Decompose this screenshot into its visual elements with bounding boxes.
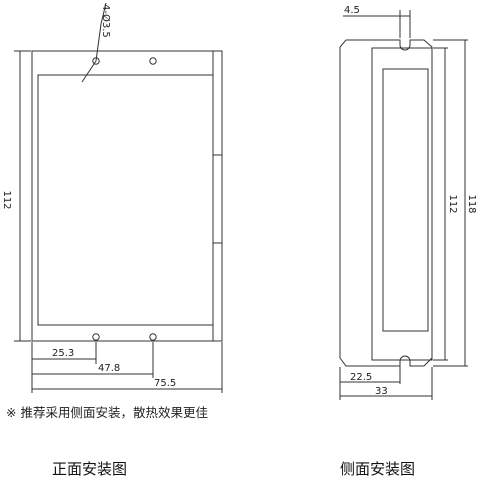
front-hole-callout: 4-Ø3.5 xyxy=(100,4,112,38)
front-inner-face xyxy=(37,74,214,326)
side-outer-body xyxy=(339,39,433,367)
side-window xyxy=(382,68,429,332)
front-width-label: 75.5 xyxy=(154,378,176,389)
side-inner-width-label: 22.5 xyxy=(350,372,372,383)
front-hole-spacing-label: 47.8 xyxy=(98,363,120,374)
side-outer-height-label: 118 xyxy=(466,194,477,213)
front-flange xyxy=(212,50,223,342)
front-hole-offset-label: 25.3 xyxy=(52,348,74,359)
side-inner-panel xyxy=(371,47,433,361)
installation-note: ※ 推荐采用侧面安装，散热效果更佳 xyxy=(6,405,208,420)
front-hole-top-right xyxy=(149,57,157,65)
front-view xyxy=(14,2,223,393)
side-inner-height-label: 112 xyxy=(447,194,458,213)
front-hole-bottom-right xyxy=(149,333,157,341)
side-view-caption: 侧面安装图 xyxy=(340,460,416,478)
side-width-label: 33 xyxy=(375,386,388,397)
side-slot-width-label: 4.5 xyxy=(344,5,360,16)
front-hole-bottom-left xyxy=(92,333,100,341)
front-view-caption: 正面安装图 xyxy=(52,460,128,478)
side-view xyxy=(339,10,468,400)
front-height-label: 112 xyxy=(1,190,12,209)
front-outer-plate xyxy=(31,50,214,342)
